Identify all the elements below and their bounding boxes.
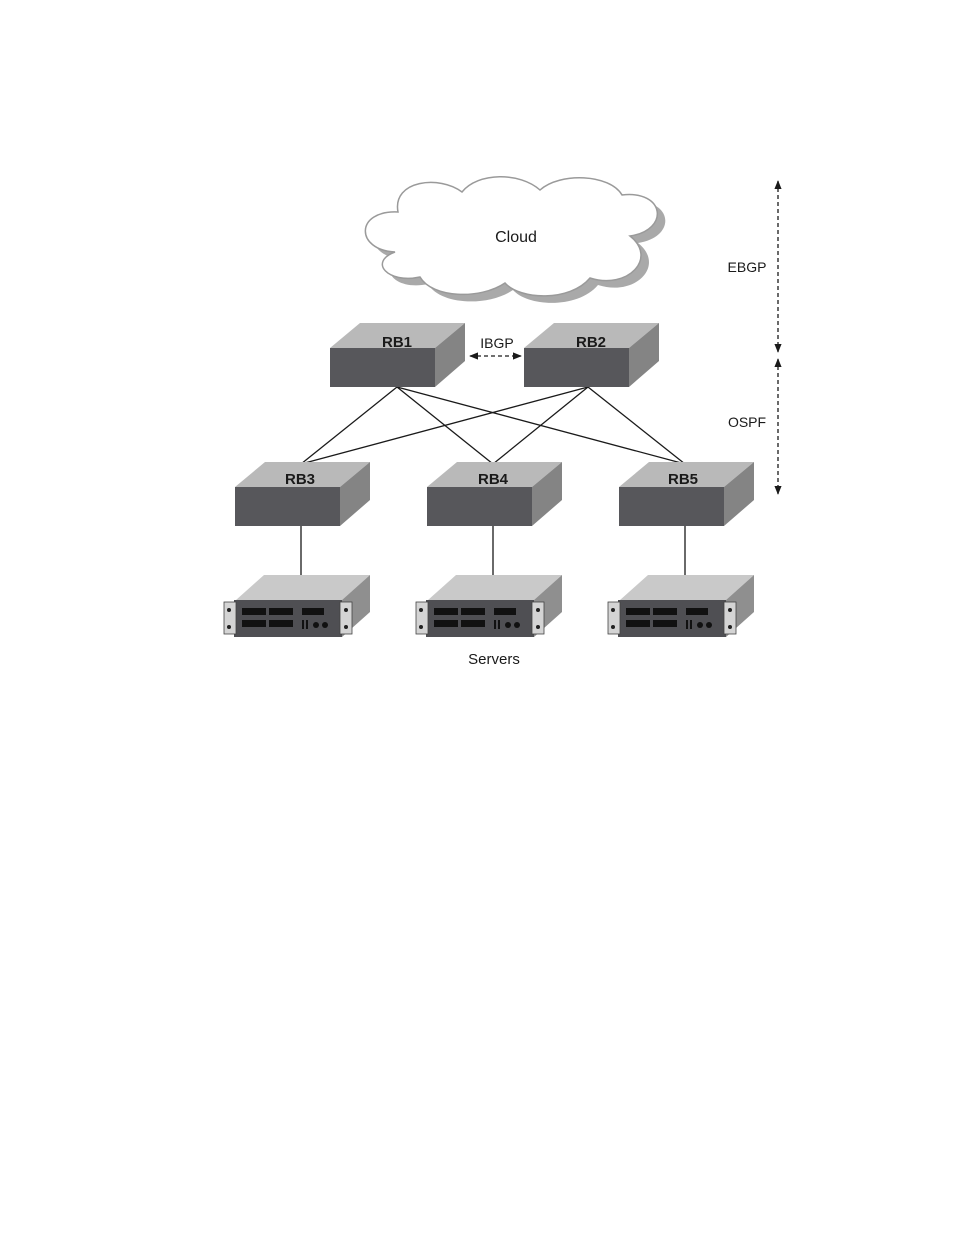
link-rb2-rb3 (301, 387, 588, 464)
switch-rb2-label: RB2 (576, 334, 606, 351)
protocol-scale: EBGP OSPF (728, 181, 778, 494)
cloud: Cloud (365, 177, 665, 303)
link-rb2-rb5 (588, 387, 685, 464)
ebgp-label: EBGP (728, 259, 767, 275)
ospf-label: OSPF (728, 414, 766, 430)
switch-rb1-label: RB1 (382, 334, 412, 351)
cloud-label: Cloud (495, 229, 537, 246)
ibgp-label: IBGP (480, 335, 513, 351)
servers-label: Servers (468, 651, 520, 668)
switch-rb4: RB4 (427, 462, 562, 526)
switch-rb4-label: RB4 (478, 471, 509, 488)
switch-rb3: RB3 (235, 462, 370, 526)
switch-rb5: RB5 (619, 462, 754, 526)
server-1 (224, 575, 370, 637)
server-3 (608, 575, 754, 637)
switch-rb1: RB1 (330, 323, 465, 387)
switch-rb2: RB2 (524, 323, 659, 387)
switch-rb5-label: RB5 (668, 471, 698, 488)
switch-rb3-label: RB3 (285, 471, 315, 488)
link-rb2-rb4 (493, 387, 588, 464)
ibgp-link: IBGP (470, 335, 521, 356)
link-rb1-rb3 (301, 387, 397, 464)
server-2 (416, 575, 562, 637)
